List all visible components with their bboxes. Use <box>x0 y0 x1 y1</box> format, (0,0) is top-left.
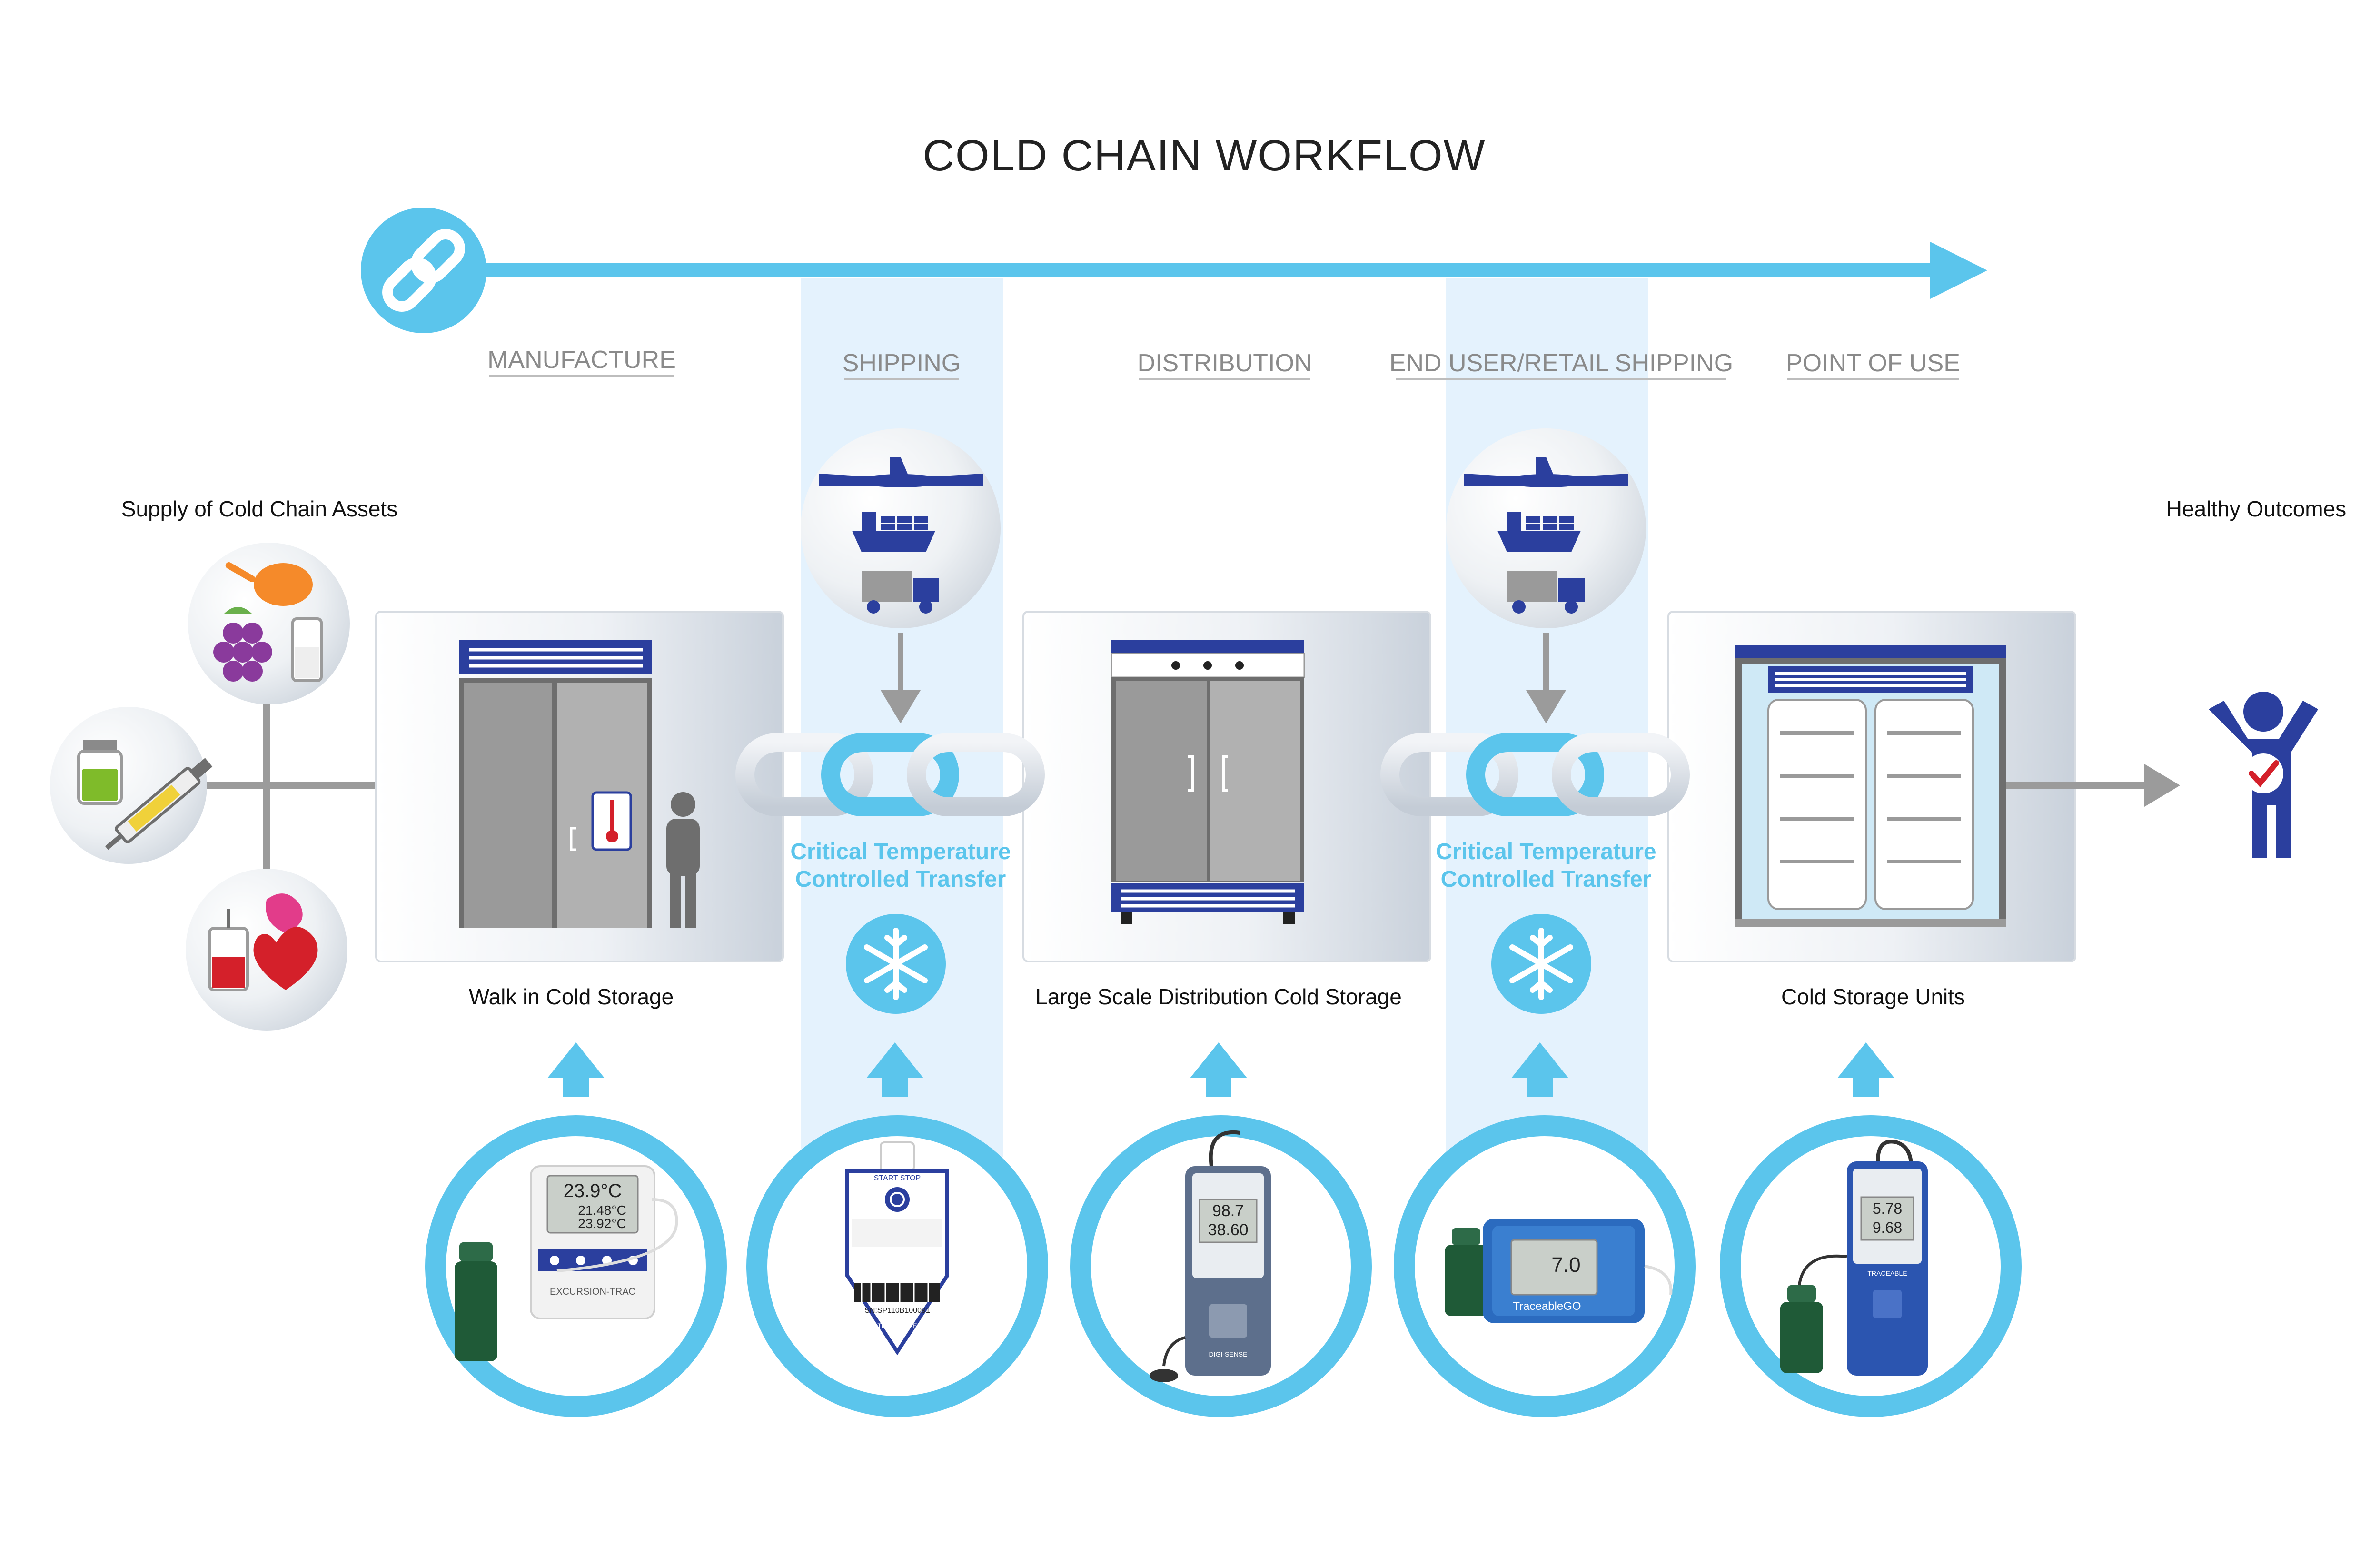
distribution-cold-storage-panel <box>1022 611 1431 962</box>
storage-label-walk-in: Walk in Cold Storage <box>469 984 674 1009</box>
stage-shipping: SHIPPING <box>843 349 961 377</box>
transport-circle-shipping <box>801 428 1001 723</box>
digi-sense-device: 98.7 38.60 DIGI-SENSE <box>1150 1130 1271 1382</box>
organ-blood-asset-icon <box>186 869 347 1031</box>
transfer-caption-2-line1: Critical Temperature <box>1436 839 1656 864</box>
healthy-person-icon <box>2209 692 2318 858</box>
stage-labels: MANUFACTURE SHIPPING DISTRIBUTION END US… <box>487 346 1960 380</box>
device-3-reading-2: 38.60 <box>1208 1221 1248 1239</box>
stage-manufacture: MANUFACTURE <box>487 346 676 374</box>
traceable-dual-device: 5.78 9.68 TRACEABLE <box>1780 1140 1928 1376</box>
up-arrows <box>547 1042 1894 1097</box>
device-5-reading-1: 5.78 <box>1873 1200 1902 1217</box>
transfer-caption-1-line2: Controlled Transfer <box>795 867 1006 892</box>
walk-in-cold-storage-panel <box>375 611 784 962</box>
device-1-reading-3: 23.92°C <box>578 1216 626 1231</box>
stage-point-of-use: POINT OF USE <box>1786 349 1960 377</box>
device-1-reading-2: 21.48°C <box>578 1203 626 1218</box>
supply-assets <box>50 543 443 1031</box>
transfer-caption-1-line1: Critical Temperature <box>790 839 1011 864</box>
device-2-serial: SN:SP110B100091 <box>864 1307 930 1315</box>
device-4-reading-1: 7.0 <box>1551 1253 1580 1277</box>
vaccine-asset-icon <box>50 707 213 864</box>
diagram-title: COLD CHAIN WORKFLOW <box>923 131 1486 180</box>
device-5-brand: TRACEABLE <box>1867 1269 1907 1277</box>
storage-label-units: Cold Storage Units <box>1781 984 1965 1009</box>
device-3-brand: DIGI-SENSE <box>1209 1350 1248 1358</box>
chain-link-icon <box>361 208 486 333</box>
device-2-top-label: START STOP <box>874 1174 921 1182</box>
device-1-brand: EXCURSION-TRAC <box>550 1287 635 1297</box>
stage-end-user-retail-shipping: END USER/RETAIL SHIPPING <box>1389 349 1733 377</box>
cold-storage-units-panel <box>1667 611 2076 962</box>
timeline-arrow <box>428 242 1987 299</box>
device-1-reading-1: 23.9°C <box>564 1180 622 1201</box>
single-use-logger-device: START STOP SN:SP110B100091 TRACEABLE <box>845 1141 949 1356</box>
device-2-brand: TRACEABLE <box>877 1322 917 1329</box>
outcome-arrow <box>2006 764 2180 807</box>
chain-link-retail <box>1380 733 1690 816</box>
traceable-go-device: 7.0 TraceableGO <box>1445 1219 1673 1323</box>
device-5-reading-2: 9.68 <box>1873 1219 1902 1236</box>
device-4-brand: TraceableGO <box>1513 1300 1581 1313</box>
storage-label-distribution: Large Scale Distribution Cold Storage <box>1035 984 1402 1009</box>
excursion-trac-device: 23.9°C 21.48°C 23.92°C EXCURSION-TRAC <box>455 1165 678 1361</box>
chain-link-shipping <box>735 733 1045 816</box>
transfer-caption-2-line2: Controlled Transfer <box>1441 867 1652 892</box>
food-asset-icon <box>188 543 350 704</box>
snowflake-icon <box>846 914 946 1014</box>
outcome-label: Healthy Outcomes <box>2166 496 2346 521</box>
device-3-reading-1: 98.7 <box>1212 1202 1244 1220</box>
supply-label: Supply of Cold Chain Assets <box>121 496 397 521</box>
transport-circle-retail <box>1446 428 1646 723</box>
snowflake-icon <box>1491 914 1591 1014</box>
stage-distribution: DISTRIBUTION <box>1138 349 1312 377</box>
